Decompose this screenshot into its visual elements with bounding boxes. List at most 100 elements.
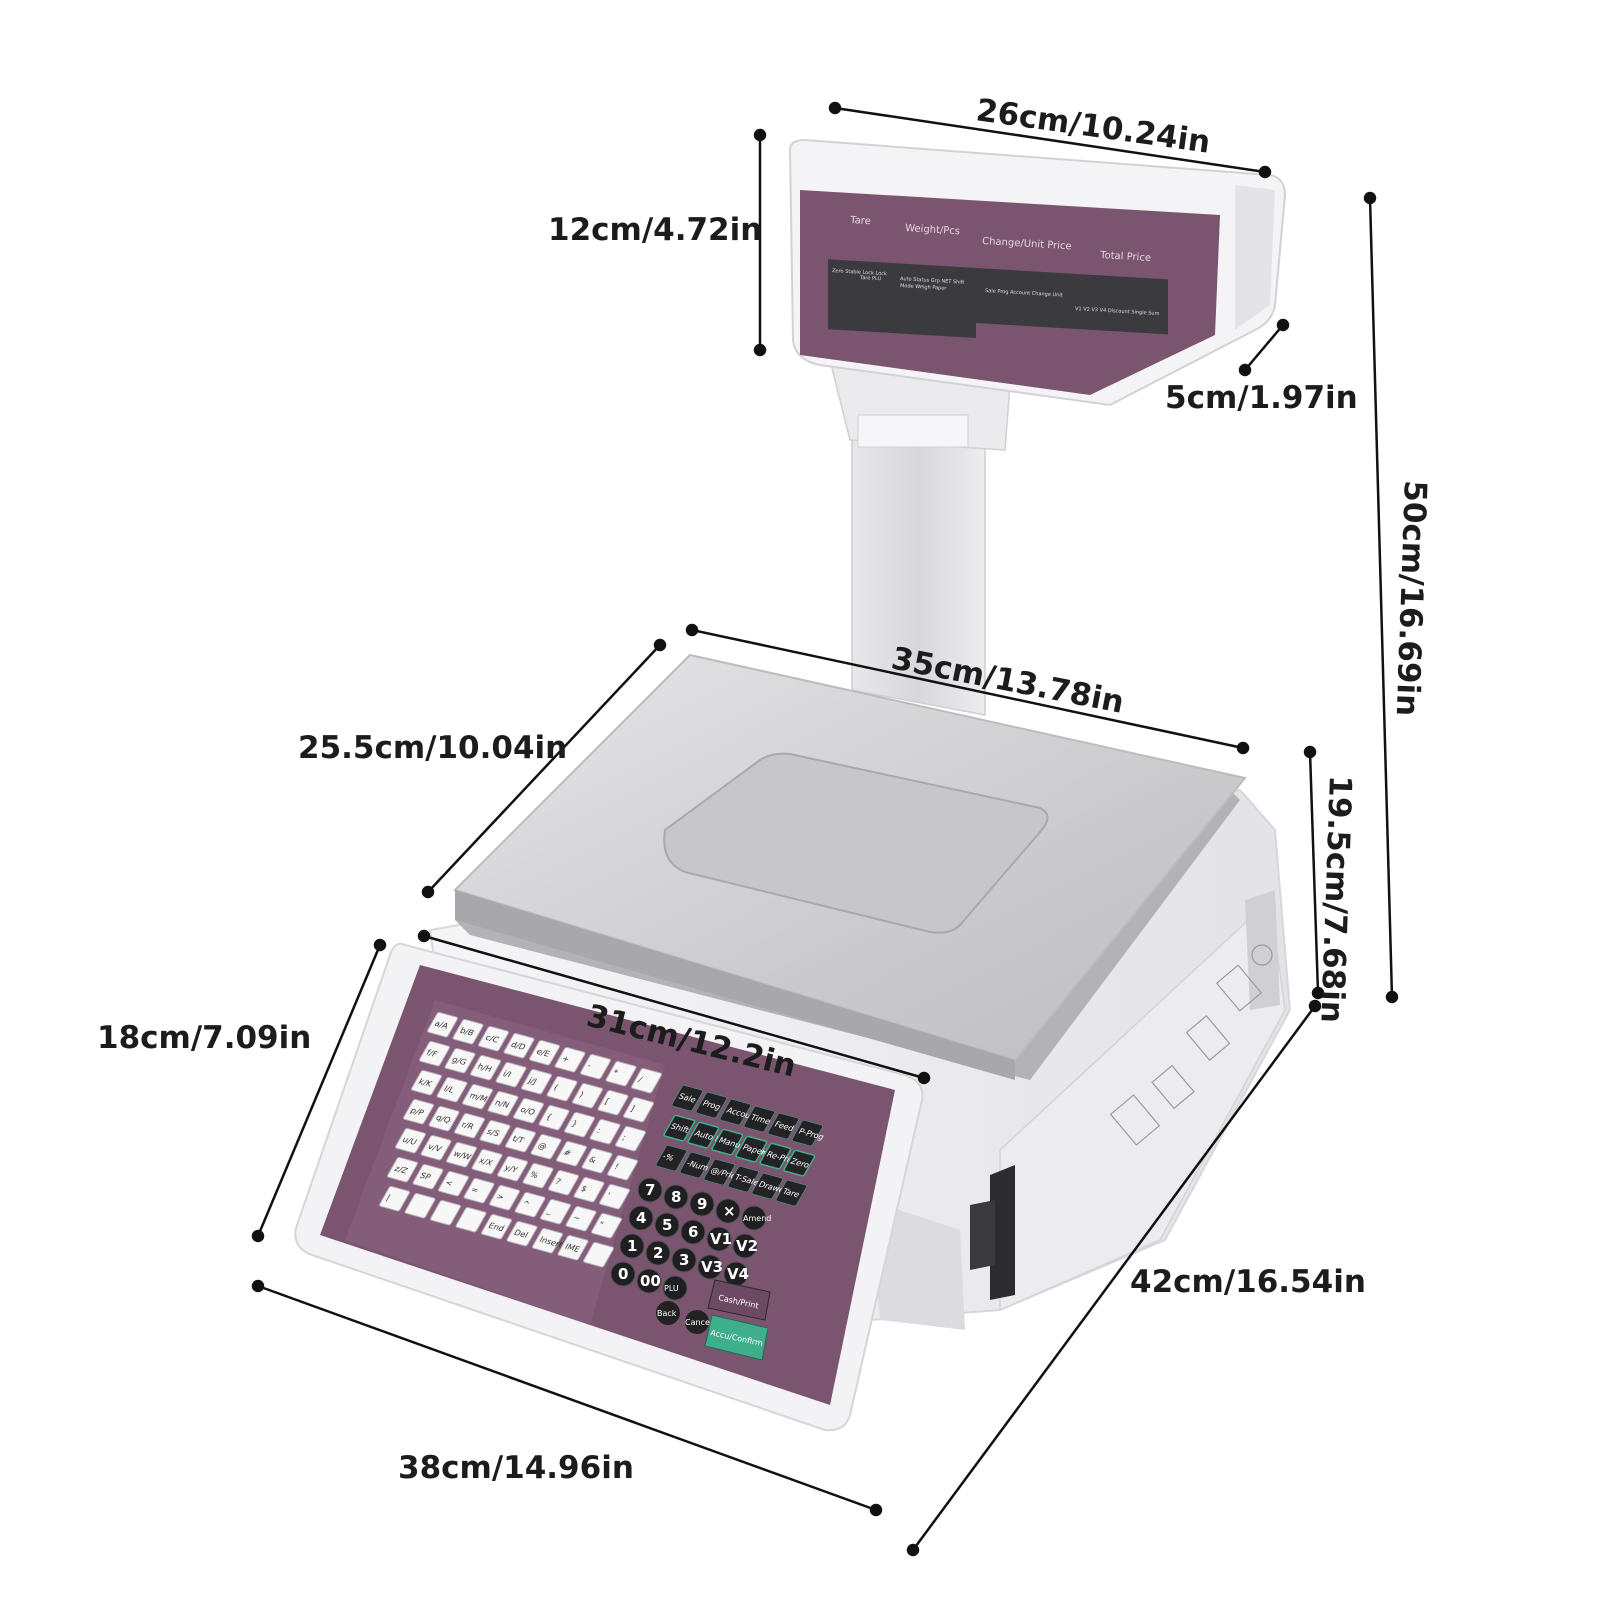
alpha-key[interactable]: l/L [436, 1076, 468, 1103]
alpha-key[interactable]: ] [623, 1096, 655, 1123]
alpha-key[interactable]: - [580, 1053, 612, 1080]
alpha-key[interactable]: w/W [446, 1141, 478, 1168]
function-key[interactable]: -Num [679, 1152, 714, 1179]
numeric-key[interactable]: 9 [689, 1191, 715, 1217]
alpha-key[interactable]: r/R [454, 1112, 486, 1139]
alpha-key[interactable]: [ [597, 1089, 629, 1116]
alpha-key[interactable]: e/E [529, 1039, 561, 1066]
function-key[interactable]: Sale [671, 1085, 703, 1112]
numeric-key[interactable]: V4 [723, 1261, 749, 1287]
alpha-key[interactable]: h/H [470, 1054, 502, 1081]
alpha-key[interactable]: q/Q [428, 1105, 460, 1132]
numeric-key[interactable]: 5 [654, 1212, 680, 1238]
alpha-key[interactable]: End [481, 1213, 513, 1240]
alpha-key[interactable]: z/Z [387, 1156, 419, 1183]
numeric-key[interactable]: V2 [732, 1233, 758, 1259]
alpha-key[interactable]: @ [530, 1133, 562, 1160]
alpha-key[interactable]: t/T [505, 1126, 537, 1153]
alpha-key[interactable]: | [379, 1185, 411, 1212]
numeric-key[interactable]: 0 [610, 1261, 636, 1287]
numeric-key[interactable]: × [715, 1198, 741, 1224]
alpha-key[interactable]: + [554, 1046, 586, 1073]
alpha-key[interactable]: g/G [444, 1047, 476, 1074]
alpha-key[interactable]: s/S [479, 1119, 511, 1146]
numeric-key[interactable]: 2 [645, 1240, 671, 1266]
alpha-key[interactable]: SP [412, 1163, 444, 1190]
alpha-key[interactable] [404, 1192, 436, 1219]
alpha-key[interactable]: = [463, 1177, 495, 1204]
alpha-key[interactable]: _ [540, 1198, 572, 1225]
alpha-key[interactable]: n/N [487, 1090, 519, 1117]
alpha-key[interactable]: ( [546, 1075, 578, 1102]
alpha-key[interactable]: c/C [478, 1025, 510, 1052]
alpha-key[interactable]: x/X [471, 1148, 503, 1175]
function-key[interactable]: Shift [663, 1114, 696, 1142]
alpha-key[interactable]: ) [572, 1082, 604, 1109]
alpha-key[interactable]: < [438, 1170, 470, 1197]
alpha-key[interactable]: } [564, 1111, 596, 1138]
alpha-key[interactable]: j/J [521, 1068, 553, 1095]
function-key[interactable]: Time [743, 1106, 775, 1133]
function-key[interactable]: Prog [695, 1092, 727, 1119]
alpha-key[interactable]: p/P [403, 1098, 435, 1125]
alpha-key-label: _ [545, 1205, 556, 1215]
alpha-key[interactable]: o/O [513, 1097, 545, 1124]
function-key[interactable]: P-Prog [791, 1120, 829, 1148]
alpha-key[interactable]: ~ [565, 1205, 597, 1232]
alpha-key[interactable]: u/U [395, 1127, 427, 1154]
function-key[interactable]: -% [655, 1145, 687, 1172]
cash-print-key[interactable]: Cash/Print [707, 1279, 771, 1321]
alpha-key[interactable]: Del [506, 1220, 538, 1247]
alpha-key[interactable]: f/F [419, 1040, 451, 1067]
numeric-key[interactable]: 1 [619, 1233, 645, 1259]
alpha-key[interactable]: * [605, 1060, 637, 1087]
svg-text:Back: Back [657, 1309, 677, 1318]
numeric-key[interactable]: 8 [663, 1184, 689, 1210]
numeric-key[interactable]: Amend [741, 1205, 771, 1231]
alpha-key[interactable]: ^ [514, 1191, 546, 1218]
function-key[interactable]: Zero [783, 1149, 816, 1177]
alpha-key[interactable]: IME [557, 1234, 589, 1261]
alpha-key[interactable]: & [581, 1147, 613, 1174]
alpha-key[interactable]: > [489, 1184, 521, 1211]
alpha-key[interactable]: v/V [420, 1134, 452, 1161]
alpha-key[interactable]: " [591, 1212, 623, 1239]
alpha-key[interactable]: a/A [427, 1011, 459, 1038]
numeric-key[interactable]: 00 [636, 1268, 662, 1294]
alpha-key[interactable]: y/Y [497, 1155, 529, 1182]
alpha-key[interactable]: { [538, 1104, 570, 1131]
alpha-key[interactable]: $ [573, 1176, 605, 1203]
numeric-key[interactable]: V3 [697, 1254, 723, 1280]
alpha-key[interactable]: Insert [532, 1227, 568, 1255]
cancel-key[interactable]: Cancel [685, 1310, 712, 1334]
alpha-key[interactable]: ; [615, 1125, 647, 1152]
numeric-key[interactable]: 4 [628, 1205, 654, 1231]
numeric-key[interactable]: V1 [706, 1226, 732, 1252]
alpha-key[interactable]: # [556, 1140, 588, 1167]
alpha-key[interactable] [430, 1199, 462, 1226]
alpha-key[interactable]: % [522, 1162, 554, 1189]
function-key[interactable]: T-Sale [727, 1166, 764, 1194]
function-key[interactable]: Feed [767, 1113, 799, 1140]
alpha-key[interactable]: ? [548, 1169, 580, 1196]
function-key-label: Sale [677, 1091, 698, 1104]
back-key[interactable]: Back [656, 1301, 680, 1325]
numeric-key[interactable]: PLU [662, 1275, 688, 1301]
alpha-key[interactable] [455, 1206, 487, 1233]
alpha-key[interactable]: ' [599, 1183, 631, 1210]
alpha-key[interactable]: : [589, 1118, 621, 1145]
alpha-key[interactable]: / [631, 1067, 663, 1094]
display-indicators-left2: Tare PLU [859, 275, 882, 282]
alpha-key[interactable]: b/B [452, 1018, 484, 1045]
alpha-key[interactable]: i/I [495, 1061, 527, 1088]
accu-confirm-key[interactable]: Accu/Confirm [704, 1314, 769, 1361]
alpha-key[interactable]: d/D [503, 1032, 535, 1059]
function-key[interactable]: Tare [775, 1180, 807, 1207]
alpha-key[interactable]: ! [607, 1154, 639, 1181]
numeric-key[interactable]: 7 [637, 1177, 663, 1203]
alpha-key[interactable]: m/M [462, 1083, 494, 1110]
alpha-key[interactable]: k/K [411, 1069, 443, 1096]
alpha-key[interactable] [583, 1241, 615, 1268]
numeric-key[interactable]: 3 [671, 1247, 697, 1273]
numeric-key[interactable]: 6 [680, 1219, 706, 1245]
